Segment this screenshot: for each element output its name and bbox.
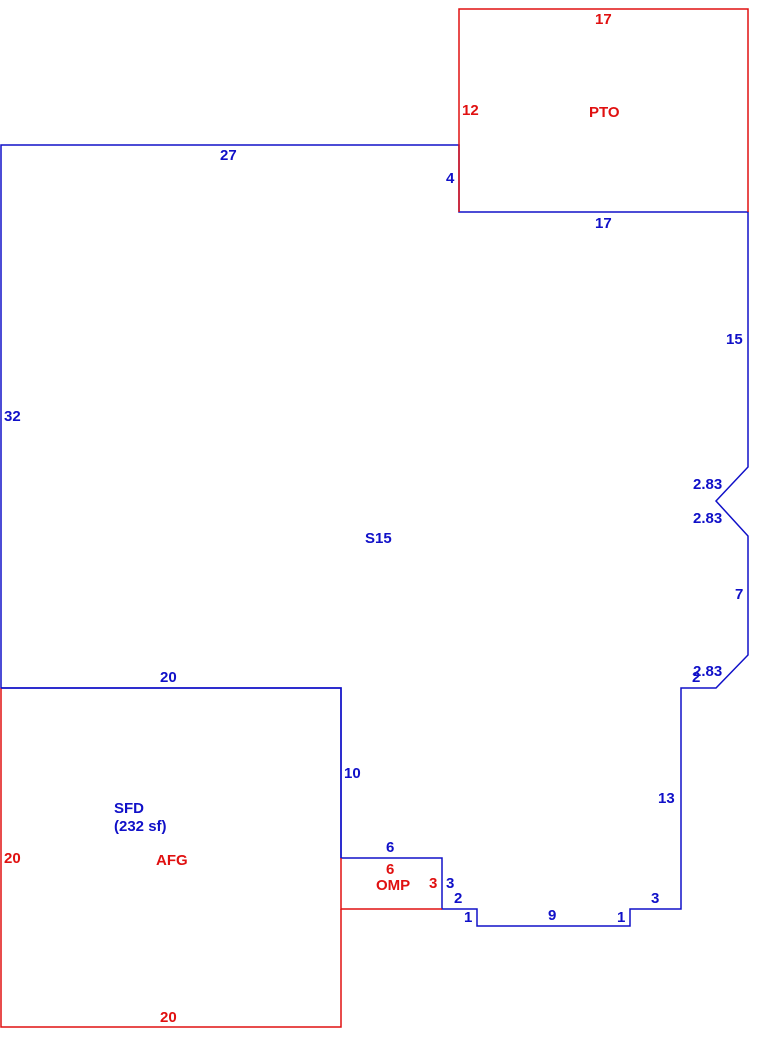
- dim-omp-right: 3: [429, 875, 437, 892]
- dim-main-step: 4: [446, 170, 455, 187]
- dim-main-left: 32: [4, 408, 21, 425]
- dim-omp-inner-top: 6: [386, 861, 394, 878]
- dim-right-mid: 7: [735, 586, 743, 603]
- dim-garage-bottom: 20: [160, 1009, 177, 1026]
- dim-garage-top: 20: [160, 669, 177, 686]
- pto-area-label: PTO: [589, 104, 620, 121]
- main-area-outline: [0, 144, 749, 927]
- main-area-label: S15: [365, 530, 392, 547]
- garage-outline: [0, 688, 342, 1028]
- garage-area-size: (232 sf): [114, 818, 167, 835]
- dim-bay-diag-1: 2.83: [693, 476, 722, 493]
- dim-right-jog: 2: [692, 669, 700, 686]
- dim-bay-diag-2: 2.83: [693, 510, 722, 527]
- dim-right-upper: 15: [726, 331, 743, 348]
- dim-bottom-notch-left: 1: [464, 909, 472, 926]
- dim-garage-right: 10: [344, 765, 361, 782]
- garage-area-label: SFD: [114, 800, 144, 817]
- dim-bay-diag-3: 2.83: [693, 663, 722, 680]
- garage-sub-label: AFG: [156, 852, 188, 869]
- pto-porch-outline: [458, 8, 749, 212]
- dim-main-top: 27: [220, 147, 237, 164]
- dim-bottom-step-right: 3: [651, 890, 659, 907]
- omp-porch-outline: [340, 858, 442, 910]
- dim-pto-left: 12: [462, 102, 479, 119]
- dim-garage-left: 20: [4, 850, 21, 867]
- dim-pto-bottom: 17: [595, 215, 612, 232]
- dim-right-lower: 13: [658, 790, 675, 807]
- dim-omp-top: 6: [386, 839, 394, 856]
- dim-pto-top: 17: [595, 11, 612, 28]
- dim-bottom-center: 9: [548, 907, 556, 924]
- omp-area-label: OMP: [376, 877, 410, 894]
- dim-bottom-notch-right: 1: [617, 909, 625, 926]
- dim-bottom-step-left: 2: [454, 890, 462, 907]
- dim-omp-right-inner: 3: [446, 875, 454, 892]
- garage-shared-edge: [1, 687, 342, 858]
